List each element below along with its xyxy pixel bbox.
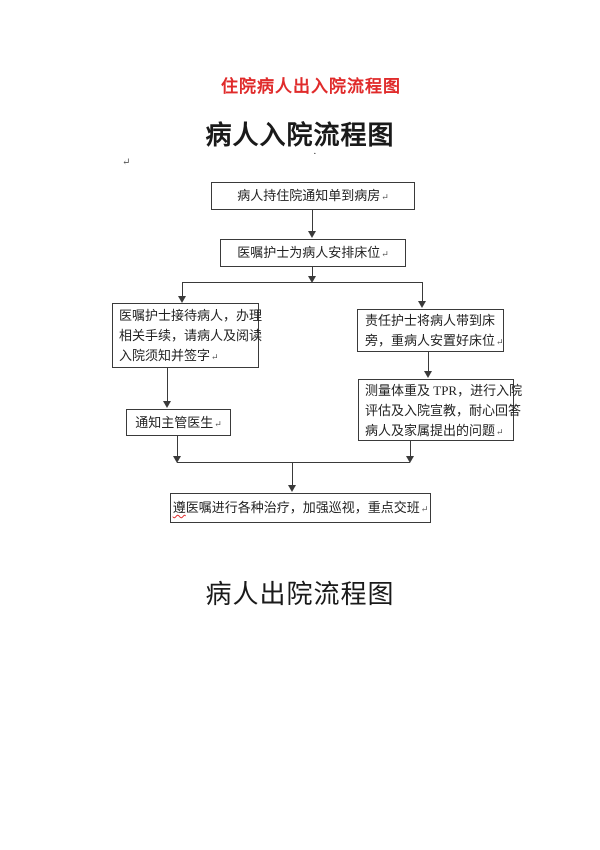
flow-node-text-line: 旁，重病人安置好床位↵ [365,331,504,352]
arrowhead-down [424,371,432,378]
connector-line [422,283,423,302]
flow-node-treatment: 遵医嘱进行各种治疗，加强巡视，重点交班↵ [170,493,431,523]
flow-node-notify-doctor: 通知主管医生↵ [126,409,231,436]
flow-node-text-line: 评估及入院宣教，耐心回答 [365,403,522,418]
doc-title: 住院病人出入院流程图 [221,77,401,96]
arrowhead-down [163,401,171,408]
return-mark: ↵ [214,419,222,429]
flow-node-text: 病人持住院通知单到病房 [237,188,381,203]
arrowhead-down [308,276,316,283]
flow-node-text: 医嘱护士为病人安排床位 [237,245,381,260]
arrowhead-down [308,231,316,238]
connector-line [312,210,313,232]
connector-line [428,351,429,372]
stray-dot: · [313,148,317,160]
return-mark: ↵ [420,504,429,514]
flow-node-text-line: 病人及家属提出的问题↵ [365,421,507,442]
arrowhead-down [418,301,426,308]
discharge-section-title: 病人出院流程图 [205,580,395,609]
return-mark: ↵ [122,157,131,168]
flow-node-text: 医嘱进行各种治疗，加强巡视，重点交班 [185,500,420,515]
flow-node-text-line: 相关手续，请病人及阅读 [119,328,263,343]
flow-node-text: 病人及家属提出的问题 [365,423,496,438]
flow-node-text: 入院须知并签字 [119,348,211,363]
connector-line [292,462,293,486]
return-mark: ↵ [496,427,504,437]
flow-node-text-line: 入院须知并签字↵ [119,346,252,367]
flow-node-assessment: 测量体重及 TPR，进行入院 评估及入院宣教，耐心回答 病人及家属提出的问题↵ [358,379,523,442]
arrowhead-down [406,456,414,463]
flow-node-text-line: 医嘱护士接待病人，办理 [119,308,263,323]
arrowhead-down [288,485,296,492]
flow-node-text-line: 责任护士将病人带到床 [365,313,496,328]
return-mark: ↵ [496,337,504,347]
flow-node-bedside: 责任护士将病人带到床 旁，重病人安置好床位↵ [357,309,504,352]
merge-line [177,462,410,463]
return-mark: ↵ [211,352,219,362]
connector-line [312,267,313,277]
connector-line [177,436,178,457]
flow-node-reception: 医嘱护士接待病人，办理 相关手续，请病人及阅读 入院须知并签字↵ [112,303,263,368]
return-mark: ↵ [381,192,389,202]
flow-node-text-line: 测量体重及 TPR，进行入院 [365,383,523,398]
connector-line [167,367,168,402]
misspelled-char: 遵 [172,500,186,515]
connector-line [410,441,411,457]
flow-node-notice-to-ward: 病人持住院通知单到病房↵ [211,182,415,210]
arrowhead-down [178,296,186,303]
arrowhead-down [173,456,181,463]
return-mark: ↵ [381,249,389,259]
connector-line [182,283,183,297]
flow-node-text: 旁，重病人安置好床位 [365,333,496,348]
flow-node-text: 通知主管医生 [135,415,214,430]
branch-line [182,282,423,283]
admission-section-title: 病人入院流程图 [205,121,395,150]
flow-node-arrange-bed: 医嘱护士为病人安排床位↵ [220,239,406,267]
